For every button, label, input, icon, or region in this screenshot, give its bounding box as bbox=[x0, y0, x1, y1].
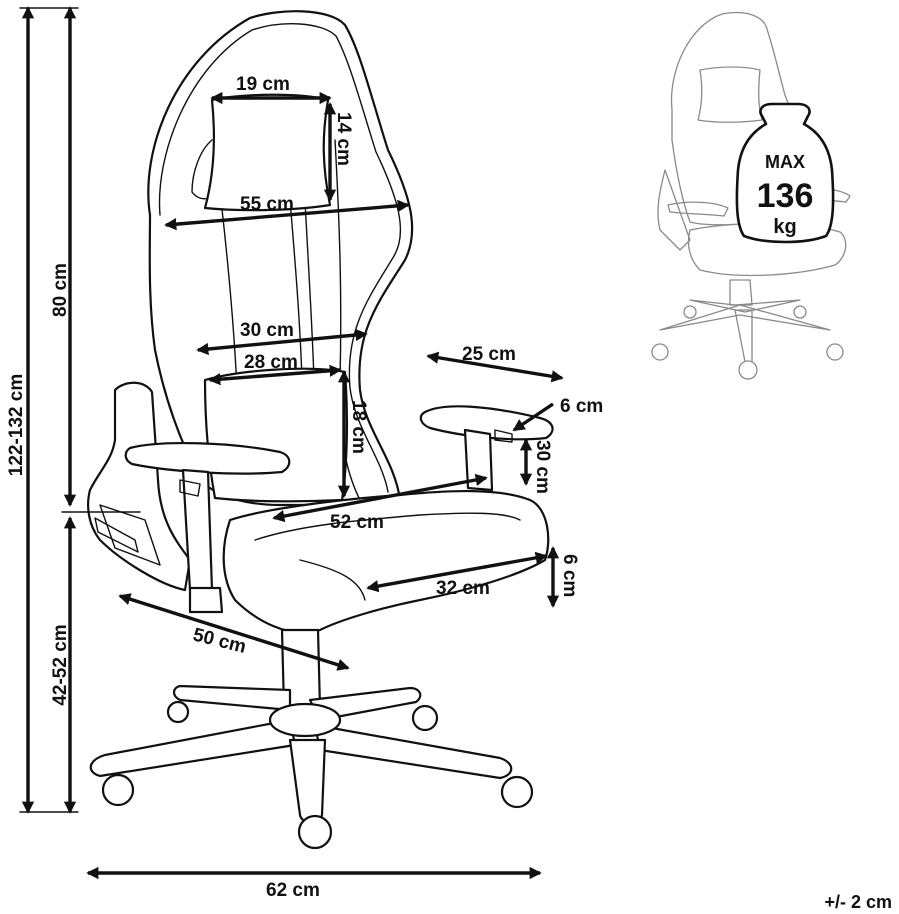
label-lower-back-inner: 28 cm bbox=[244, 352, 298, 373]
dim-armrest-length bbox=[426, 351, 564, 383]
label-upper-back-width: 55 cm bbox=[240, 194, 294, 215]
lumbar-cushion bbox=[203, 367, 349, 503]
dim-armrest-width bbox=[512, 402, 554, 432]
recline-plate bbox=[99, 504, 161, 566]
label-seat-width: 32 cm bbox=[436, 578, 490, 599]
label-seat-height: 42-52 cm bbox=[50, 624, 71, 705]
base-leg-front-left bbox=[89, 718, 297, 778]
tolerance-note: +/- 2 cm bbox=[824, 892, 892, 912]
label-backrest-height: 80 cm bbox=[50, 263, 71, 317]
thumbnail-chair bbox=[651, 11, 851, 380]
label-armrest-length: 25 cm bbox=[462, 344, 516, 365]
base-hub bbox=[268, 702, 342, 738]
dim-base-depth bbox=[118, 593, 350, 671]
left-armrest-pad bbox=[124, 441, 291, 475]
label-lower-back-outer: 30 cm bbox=[240, 320, 294, 341]
dim-lower-back-inner bbox=[208, 364, 342, 386]
pillow-strap-left bbox=[191, 139, 213, 200]
label-pillow-width: 19 cm bbox=[236, 74, 290, 95]
head-pillow bbox=[203, 93, 332, 212]
weight-icon: MAX 136 kg bbox=[735, 102, 835, 244]
label-armrest-width: 6 cm bbox=[560, 396, 603, 417]
right-armrest-joint bbox=[494, 429, 513, 443]
label-seat-depth: 52 cm bbox=[330, 512, 384, 533]
weight-max-label: MAX bbox=[765, 152, 805, 172]
dim-seat-depth bbox=[272, 473, 488, 523]
label-lumbar-height: 18 cm bbox=[348, 400, 369, 454]
chair-drawing bbox=[87, 10, 554, 850]
base-leg-back-left bbox=[172, 684, 292, 712]
base-leg-back-right bbox=[308, 686, 422, 722]
label-total-height: 122-132 cm bbox=[6, 374, 27, 476]
dim-lower-back-outer bbox=[196, 328, 368, 356]
base-leg-front-right bbox=[313, 723, 513, 780]
recline-handle bbox=[94, 517, 139, 553]
label-pillow-height: 14 cm bbox=[333, 112, 354, 166]
seat-front-edge bbox=[299, 559, 366, 601]
label-base-width: 62 cm bbox=[266, 880, 320, 901]
base-leg-front bbox=[288, 738, 327, 824]
weight-value: 136 bbox=[757, 177, 814, 215]
dimension-lines bbox=[19, 6, 564, 880]
label-armrest-adjust: 30 cm bbox=[532, 440, 553, 494]
left-armrest-joint bbox=[179, 479, 201, 497]
seat-cushion bbox=[222, 490, 550, 634]
label-base-depth: 50 cm bbox=[191, 624, 248, 657]
recline-mechanism bbox=[87, 381, 192, 592]
gas-lift-cylinder bbox=[188, 586, 224, 614]
dim-seat-width bbox=[366, 551, 548, 593]
caster-wheels bbox=[101, 700, 534, 850]
label-seat-thickness: 6 cm bbox=[559, 554, 580, 597]
dim-upper-back-width bbox=[164, 199, 410, 231]
weight-unit: kg bbox=[773, 216, 796, 238]
backrest-groove-right bbox=[304, 199, 315, 381]
